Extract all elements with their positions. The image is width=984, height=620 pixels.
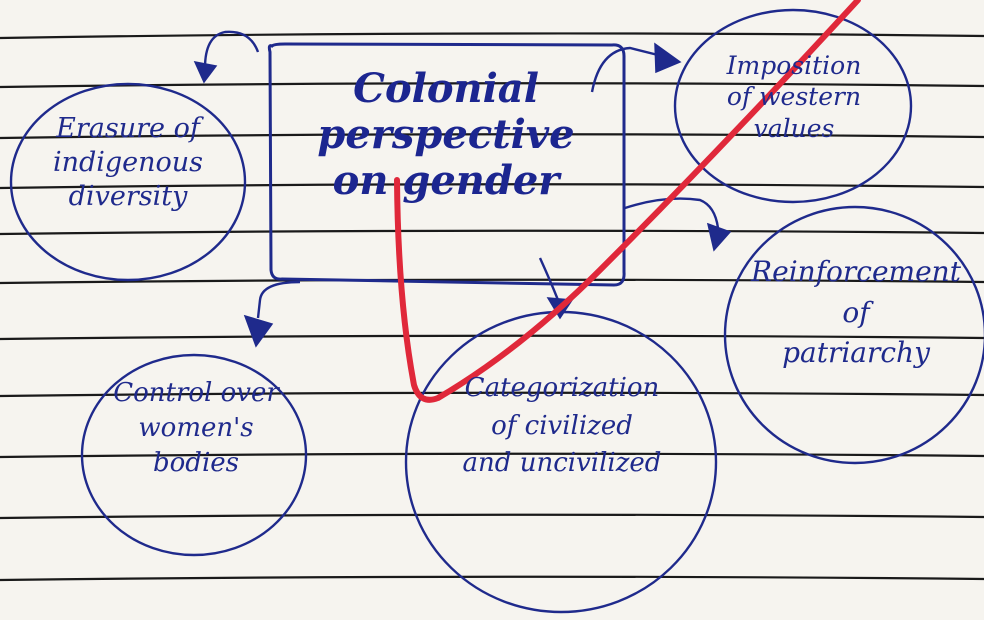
arrow-to-imposition [590,46,663,93]
ruled-line [0,391,984,398]
ruled-lines [0,32,984,582]
arrow-to-reinforcement [624,197,720,229]
arrowhead-reinforcement [706,222,732,252]
ruled-line [0,278,984,285]
ruled-line [0,133,984,140]
arrowhead-imposition [654,42,682,74]
node-line: Imposition [726,51,862,80]
arrowhead-control [243,314,274,348]
node-line: of western [726,82,862,112]
node-line: Categorization [464,373,660,403]
node-erasure-circle [9,82,247,282]
node-line: Reinforcement [751,255,961,288]
ruled-line [0,513,984,520]
arrow-to-erasure [203,30,260,69]
node-imposition-text: Imposition of western values [680,50,908,144]
central-topic-line: on gender [332,157,560,204]
node-line: of civilized [491,410,633,441]
node-control-text: Control over women's bodies [86,376,306,481]
central-topic-box [267,42,626,287]
node-line: bodies [153,448,239,479]
node-control-circle [80,353,308,557]
node-imposition-circle [673,8,913,204]
node-categorization-text: Categorization of civilized and uncivili… [416,370,708,483]
ruled-line [0,334,984,341]
ruled-line [0,575,984,582]
node-line: indigenous [52,146,204,178]
node-line: diversity [68,180,188,212]
arrowhead-erasure [193,60,218,84]
node-line: patriarchy [782,336,930,370]
ruled-line [0,32,984,40]
node-line: women's [138,413,254,444]
ruled-line [0,452,984,459]
node-reinforcement-text: Reinforcement of patriarchy [730,252,982,374]
central-topic-line: perspective [317,111,575,158]
node-line: of [842,295,870,329]
node-line: Erasure of [56,113,200,144]
node-line: and uncivilized [462,448,662,479]
node-line: Control over [113,378,279,408]
ruled-line [0,183,984,190]
arrow-to-control [256,280,301,319]
node-erasure-text: Erasure of indigenous diversity [16,112,240,213]
arrows [203,30,720,319]
arrow-to-categorization [538,257,560,301]
ruled-line [0,229,984,236]
red-tick-mark [394,0,861,403]
central-topic-line: Colonial [353,65,539,112]
central-topic-text: Colonial perspective on gender [286,66,606,204]
node-line: values [753,113,835,143]
node-reinforcement-circle [723,205,984,465]
